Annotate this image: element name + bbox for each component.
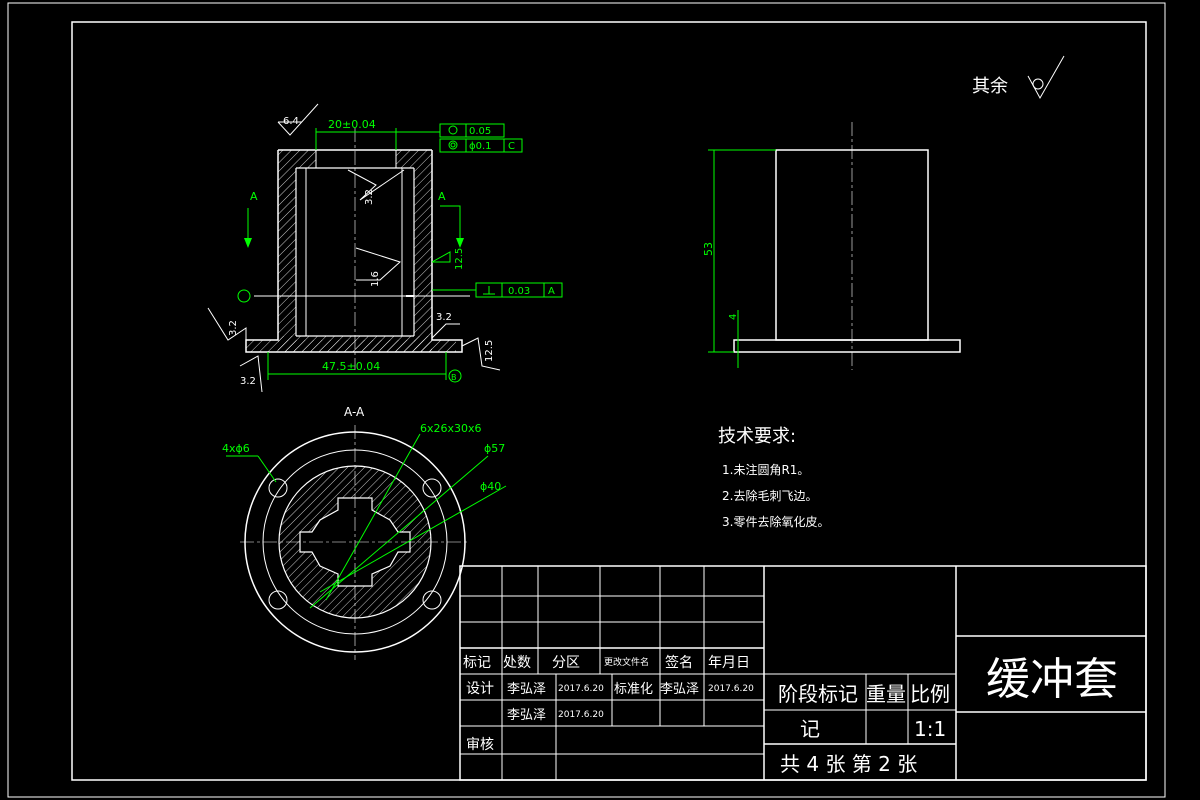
- roughness-left: 3.2: [228, 320, 239, 336]
- dim-spline: 6x26x30x6: [420, 422, 482, 435]
- front-section-view: [207, 103, 563, 393]
- roughness-bottom-left: 3.2: [240, 376, 256, 387]
- datum-a: A: [548, 286, 555, 297]
- title-block: [459, 565, 1147, 781]
- standard-date: 2017.6.20: [708, 684, 754, 694]
- dim-bottom-width: 47.5±0.04: [322, 360, 380, 373]
- roughness-rest-label: 其余: [972, 76, 1008, 97]
- dim-height: 53: [702, 242, 715, 256]
- standardizer-name: 李弘泽: [660, 682, 699, 697]
- roughness-right-foot: 3.2: [436, 312, 452, 323]
- standard-label: 标准化: [614, 682, 653, 697]
- requirement-2: 2.去除毛刺飞边。: [722, 488, 817, 503]
- roughness-circle-icon: [1032, 78, 1044, 90]
- header-count: 处数: [503, 655, 531, 671]
- stage-label: 阶段标记: [778, 682, 858, 706]
- roughness-bore: 3.2: [364, 189, 375, 205]
- requirement-3: 3.零件去除氧化皮。: [722, 514, 829, 529]
- dim-inner-dia: ϕ40: [480, 480, 501, 493]
- row3-name: 李弘泽: [507, 708, 546, 723]
- requirements-title: 技术要求:: [718, 426, 796, 447]
- section-arrow-right: A: [438, 190, 446, 203]
- dim-top-width: 20±0.04: [328, 118, 376, 131]
- header-mark: 标记: [463, 655, 491, 671]
- header-file: 更改文件名: [604, 656, 649, 668]
- requirement-1: 1.未注圆角R1。: [722, 462, 809, 477]
- header-date: 年月日: [708, 655, 750, 671]
- side-view: [708, 122, 961, 370]
- part-name: 缓冲套: [986, 654, 1118, 705]
- roughness-right-upper: 12.5: [454, 248, 465, 270]
- roughness-symbol-icon: [1027, 55, 1065, 100]
- datum-c: C: [508, 141, 515, 152]
- design-date: 2017.6.20: [558, 684, 604, 694]
- row3-date: 2017.6.20: [558, 710, 604, 720]
- designer-name: 李弘泽: [507, 682, 546, 697]
- section-label: A-A: [344, 405, 365, 419]
- stage-label-2: 记: [800, 717, 820, 741]
- dim-base-thickness: 4: [728, 314, 739, 320]
- sheet-count: 共 4 张 第 2 张: [780, 752, 917, 776]
- design-label: 设计: [466, 681, 494, 697]
- tol-circularity: 0.05: [469, 126, 491, 137]
- scale-label: 比例: [910, 682, 950, 706]
- review-label: 审核: [466, 737, 494, 753]
- tol-perpendicularity: 0.03: [508, 286, 530, 297]
- weight-label: 重量: [866, 682, 906, 706]
- tol-coaxiality: ϕ0.1: [469, 141, 492, 152]
- dim-outer-dia: ϕ57: [484, 442, 505, 455]
- section-aa-view: [226, 425, 507, 660]
- header-sign: 签名: [665, 654, 693, 671]
- roughness-inner: 1.6: [370, 271, 381, 287]
- section-arrow-left: A: [250, 190, 258, 203]
- roughness-right-side: 12.5: [484, 340, 495, 362]
- dim-holes: 4xϕ6: [222, 442, 250, 455]
- header-zone: 分区: [552, 655, 580, 671]
- datum-b: B: [451, 373, 457, 382]
- roughness-top: 6.4: [283, 116, 299, 127]
- scale-value: 1:1: [914, 717, 946, 741]
- outer-border: [7, 2, 1166, 798]
